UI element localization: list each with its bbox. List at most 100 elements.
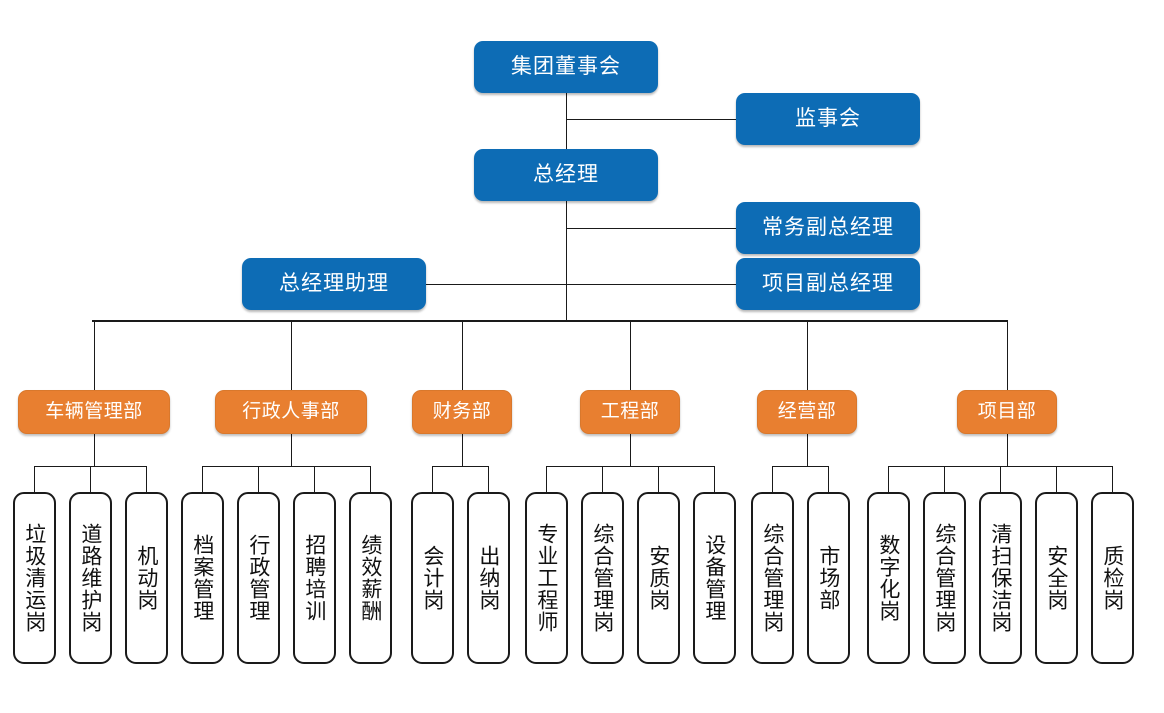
connector-gm-to-project-vp [566, 284, 736, 285]
dept-label: 工程部 [600, 400, 660, 422]
connector-stem-operation [807, 434, 808, 466]
position-label: 综合管理岗 [590, 523, 615, 633]
connector-riser-admin-hr [291, 320, 292, 390]
node-board-of-directors[interactable]: 集团董事会 [474, 41, 658, 93]
node-executive-vice-gm[interactable]: 常务副总经理 [736, 202, 920, 254]
position-box-recruitment-training[interactable]: 招聘培训 [293, 492, 336, 664]
position-box-road-maintenance[interactable]: 道路维护岗 [69, 492, 112, 664]
connector-drop-5 [314, 466, 315, 492]
position-label: 安质岗 [646, 545, 671, 611]
position-box-mobile-duty[interactable]: 机动岗 [125, 492, 168, 664]
connector-riser-operation [807, 320, 808, 390]
connector-drop-9 [546, 466, 547, 492]
connector-stem-finance [462, 434, 463, 466]
connector-stem-engineer [630, 434, 631, 466]
position-label: 专业工程师 [534, 523, 559, 633]
dept-engineering[interactable]: 工程部 [580, 390, 680, 434]
connector-drop-12 [714, 466, 715, 492]
connector-subbus-finance [432, 466, 489, 467]
connector-drop-3 [202, 466, 203, 492]
node-label: 集团董事会 [511, 55, 621, 79]
position-box-accounting[interactable]: 会计岗 [411, 492, 454, 664]
position-box-garbage-transport[interactable]: 垃圾清运岗 [13, 492, 56, 664]
node-label: 项目副总经理 [762, 272, 894, 296]
node-label: 总经理助理 [279, 272, 389, 296]
node-label: 常务副总经理 [762, 216, 894, 240]
position-box-performance-compensation[interactable]: 绩效薪酬 [349, 492, 392, 664]
dept-project[interactable]: 项目部 [957, 390, 1057, 434]
connector-gm-to-gm-assistant [425, 284, 566, 285]
connector-gm-down [566, 201, 567, 322]
connector-riser-finance [462, 320, 463, 390]
node-label: 总经理 [533, 163, 599, 187]
connector-drop-18 [1056, 466, 1057, 492]
node-supervisory-board[interactable]: 监事会 [736, 93, 920, 145]
connector-stem-vehicle [94, 434, 95, 466]
position-label: 道路维护岗 [78, 523, 103, 633]
connector-drop-2 [146, 466, 147, 492]
connector-drop-0 [34, 466, 35, 492]
connector-drop-4 [258, 466, 259, 492]
connector-drop-8 [488, 466, 489, 492]
node-project-vice-gm[interactable]: 项目副总经理 [736, 258, 920, 310]
position-label: 设备管理 [702, 534, 727, 622]
position-box-equipment-management[interactable]: 设备管理 [693, 492, 736, 664]
dept-label: 车辆管理部 [45, 400, 143, 422]
position-box-quality-inspection[interactable]: 质检岗 [1091, 492, 1134, 664]
dept-finance[interactable]: 财务部 [412, 390, 512, 434]
position-box-marketing[interactable]: 市场部 [807, 492, 850, 664]
node-label: 监事会 [795, 107, 861, 131]
position-box-general-management-operations[interactable]: 综合管理岗 [751, 492, 794, 664]
connector-drop-15 [888, 466, 889, 492]
position-label: 安全岗 [1044, 545, 1069, 611]
connector-drop-1 [90, 466, 91, 492]
position-box-cashier[interactable]: 出纳岗 [467, 492, 510, 664]
connector-drop-10 [602, 466, 603, 492]
position-label: 招聘培训 [302, 534, 327, 622]
position-box-general-management-project[interactable]: 综合管理岗 [923, 492, 966, 664]
connector-subbus-admin-hr [202, 466, 371, 467]
position-label: 出纳岗 [476, 545, 501, 611]
connector-drop-17 [1000, 466, 1001, 492]
connector-riser-project [1007, 320, 1008, 390]
connector-drop-19 [1112, 466, 1113, 492]
position-box-safety-quality[interactable]: 安质岗 [637, 492, 680, 664]
position-box-safety[interactable]: 安全岗 [1035, 492, 1078, 664]
connector-drop-13 [772, 466, 773, 492]
connector-stem-project [1007, 434, 1008, 466]
connector-drop-14 [828, 466, 829, 492]
position-label: 综合管理岗 [932, 523, 957, 633]
connector-subbus-operation [772, 466, 829, 467]
dept-vehicle-management[interactable]: 车辆管理部 [18, 390, 170, 434]
connector-drop-16 [944, 466, 945, 492]
position-box-general-management-engineering[interactable]: 综合管理岗 [581, 492, 624, 664]
position-label: 市场部 [816, 545, 841, 611]
position-label: 会计岗 [420, 545, 445, 611]
node-gm-assistant[interactable]: 总经理助理 [242, 258, 426, 310]
position-label: 机动岗 [134, 545, 159, 611]
position-label: 档案管理 [190, 534, 215, 622]
position-label: 数字化岗 [876, 534, 901, 622]
position-box-professional-engineer[interactable]: 专业工程师 [525, 492, 568, 664]
dept-admin-hr[interactable]: 行政人事部 [215, 390, 367, 434]
connector-main-bus [92, 320, 1008, 322]
dept-label: 财务部 [432, 400, 492, 422]
connector-stem-admin-hr [291, 434, 292, 466]
position-label: 行政管理 [246, 534, 271, 622]
connector-riser-engineer [630, 320, 631, 390]
position-label: 综合管理岗 [760, 523, 785, 633]
connector-drop-11 [658, 466, 659, 492]
node-general-manager[interactable]: 总经理 [474, 149, 658, 201]
position-box-administration[interactable]: 行政管理 [237, 492, 280, 664]
position-box-archive-management[interactable]: 档案管理 [181, 492, 224, 664]
position-label: 垃圾清运岗 [22, 523, 47, 633]
position-box-cleaning-sanitation[interactable]: 清扫保洁岗 [979, 492, 1022, 664]
position-label: 绩效薪酬 [358, 534, 383, 622]
connector-drop-7 [432, 466, 433, 492]
dept-operations[interactable]: 经营部 [757, 390, 857, 434]
position-box-digitalization[interactable]: 数字化岗 [867, 492, 910, 664]
connector-board-to-supervisor [566, 119, 736, 120]
position-label: 质检岗 [1100, 545, 1125, 611]
connector-riser-vehicle [94, 320, 95, 390]
connector-board-to-gm [566, 93, 567, 149]
